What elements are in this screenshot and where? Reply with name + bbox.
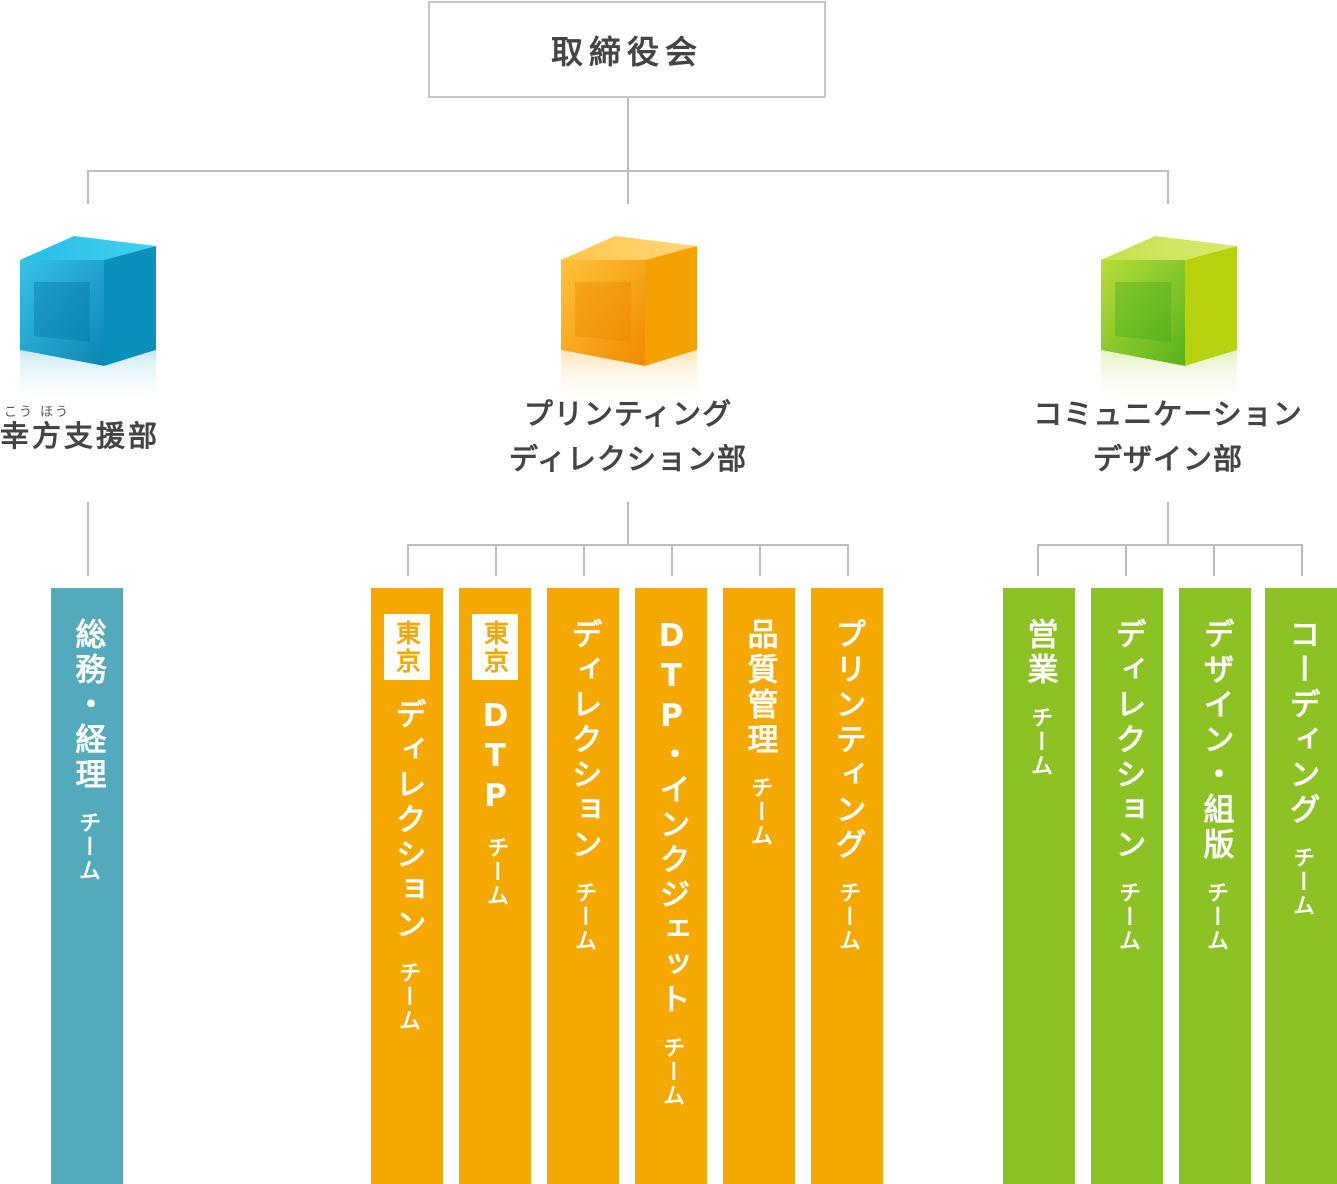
department-ruby-kou: こう — [4, 405, 35, 420]
tokyo-tag: 東京 — [472, 614, 518, 680]
team-suffix: チーム — [747, 776, 772, 848]
team-suffix: チーム — [1289, 846, 1314, 918]
team-suffix: チーム — [1027, 706, 1052, 778]
tokyo-tag: 東京 — [384, 614, 430, 680]
team-name: 営業 — [1021, 618, 1058, 688]
connector-board-down — [627, 98, 629, 172]
board-of-directors-box: 取締役会 — [428, 1, 826, 98]
team-suffix: チーム — [395, 961, 420, 1033]
team-sales: 営業 チーム — [1003, 588, 1075, 1184]
connector-dept-center — [627, 170, 629, 204]
team-suffix: チーム — [835, 881, 860, 953]
connector-communication-down — [1167, 502, 1169, 546]
team-name: プリンティング — [829, 618, 866, 863]
connector-support-down — [87, 502, 89, 576]
team-direction: ディレクション チーム — [547, 588, 619, 1184]
team-name: コーディング — [1283, 618, 1320, 828]
team-direction: ディレクション チーム — [1091, 588, 1163, 1184]
team-name: デザイン・組版 — [1197, 618, 1234, 863]
connector-communication-drop — [1213, 544, 1215, 576]
connector-communication-drop — [1037, 544, 1039, 576]
connector-printing-down — [627, 502, 629, 546]
team-tokyo-dtp: 東京 DTP チーム — [459, 588, 531, 1184]
connector-dept-left — [87, 170, 89, 204]
team-suffix: チーム — [1203, 881, 1228, 953]
team-name: DTP・インクジェット — [653, 618, 690, 1018]
department-communication-name: コミュニケーション デザイン部 — [1033, 397, 1303, 476]
team-coding: コーディング チーム — [1265, 588, 1337, 1184]
team-suffix: チーム — [1115, 881, 1140, 953]
printing-cube-icon — [561, 236, 697, 408]
team-name: ディレクション — [1109, 618, 1146, 863]
team-suffix: チーム — [75, 811, 100, 883]
connector-communication-bus — [1037, 544, 1303, 546]
connector-printing-drop — [407, 544, 409, 576]
department-support-name: 幸方支援部 — [0, 419, 161, 453]
team-suffix: チーム — [659, 1036, 684, 1108]
connector-printing-drop — [671, 544, 673, 576]
team-suffix: チーム — [483, 836, 508, 908]
communication-cube-icon — [1101, 236, 1237, 408]
connector-dept-right — [1167, 170, 1169, 204]
connector-printing-drop — [583, 544, 585, 576]
team-printing: プリンティング チーム — [811, 588, 883, 1184]
team-suffix: チーム — [571, 881, 596, 953]
team-quality-control: 品質管理 チーム — [723, 588, 795, 1184]
support-cube-icon — [20, 236, 156, 408]
connector-printing-drop — [847, 544, 849, 576]
team-design-typesetting: デザイン・組版 チーム — [1179, 588, 1251, 1184]
department-ruby-hou: ほう — [40, 405, 71, 420]
team-general-accounting: 総務・経理 チーム — [51, 588, 123, 1184]
team-name: 品質管理 — [741, 618, 778, 758]
team-name: DTP — [477, 698, 514, 818]
team-dtp-inkjet: DTP・インクジェット チーム — [635, 588, 707, 1184]
board-label: 取締役会 — [550, 32, 703, 71]
connector-communication-drop — [1125, 544, 1127, 576]
connector-printing-drop — [759, 544, 761, 576]
team-name: 総務・経理 — [69, 618, 106, 793]
team-tokyo-direction: 東京 ディレクション チーム — [371, 588, 443, 1184]
connector-printing-bus — [407, 544, 849, 546]
connector-communication-drop — [1301, 544, 1303, 576]
team-name: ディレクション — [389, 698, 426, 943]
connector-printing-drop — [495, 544, 497, 576]
team-name: ディレクション — [565, 618, 602, 863]
department-printing-name: プリンティング ディレクション部 — [509, 397, 747, 476]
